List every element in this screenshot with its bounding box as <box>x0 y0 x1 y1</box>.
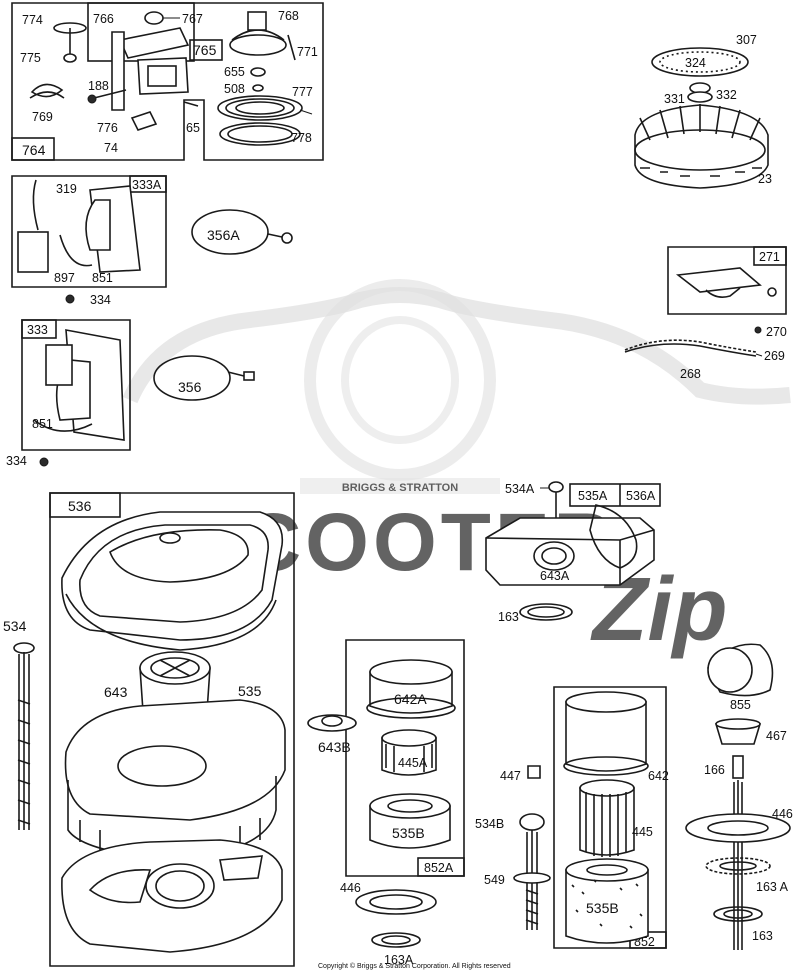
label-270: 270 <box>766 325 787 339</box>
label-333A: 333A <box>132 178 162 192</box>
label-535A: 535A <box>578 489 608 503</box>
label-855: 855 <box>730 698 751 712</box>
copyright-notice: Copyright © Briggs & Stratton Corporatio… <box>318 962 511 970</box>
label-307: 307 <box>736 33 757 47</box>
label-74: 74 <box>104 141 118 155</box>
label-271: 271 <box>759 250 780 264</box>
group-536: 536 643 535 <box>49 492 295 967</box>
label-356: 356 <box>178 379 202 395</box>
bolt-534: 534 <box>3 618 35 830</box>
wire-356A: 356A <box>191 209 293 255</box>
label-535B-small: 535B <box>392 825 425 841</box>
label-766: 766 <box>93 12 114 26</box>
group-852A: 852A 642A 445A 535B <box>345 639 465 877</box>
label-851-a: 851 <box>92 271 113 285</box>
label-333: 333 <box>27 323 48 337</box>
label-764: 764 <box>22 142 46 158</box>
label-166: 166 <box>704 763 725 777</box>
adaptor-643B: 643B <box>307 714 357 755</box>
group-333: 333 851 334 <box>6 319 131 468</box>
label-852A: 852A <box>424 861 454 875</box>
group-852: 852 642 445 535B <box>553 686 669 949</box>
label-774: 774 <box>22 13 43 27</box>
label-642: 642 <box>648 769 669 783</box>
label-535: 535 <box>238 683 262 699</box>
label-777: 777 <box>292 85 313 99</box>
label-536: 536 <box>68 498 92 514</box>
label-771: 771 <box>297 45 318 59</box>
label-65: 65 <box>186 121 200 135</box>
label-643A: 643A <box>540 569 570 583</box>
label-508: 508 <box>224 82 245 96</box>
label-334-a: 334 <box>90 293 111 307</box>
label-897: 897 <box>54 271 75 285</box>
label-536A: 536A <box>626 489 656 503</box>
label-534: 534 <box>3 618 27 634</box>
label-655: 655 <box>224 65 245 79</box>
label-268: 268 <box>680 367 701 381</box>
label-851-b: 851 <box>32 417 53 431</box>
group-333A: 333A 319 897 851 334 <box>11 175 167 307</box>
label-356A: 356A <box>207 227 240 243</box>
label-765: 765 <box>193 42 217 58</box>
label-447: 447 <box>500 769 521 783</box>
label-775: 775 <box>20 51 41 65</box>
label-642A: 642A <box>394 691 427 707</box>
label-768: 768 <box>278 9 299 23</box>
label-269: 269 <box>764 349 785 363</box>
label-534A: 534A <box>505 482 535 496</box>
group-536A: 534A 535A 536A 643A 163 <box>485 481 661 624</box>
label-535B-large: 535B <box>586 900 619 916</box>
wire-356: 356 <box>153 355 255 401</box>
gaskets-middle: 446 163A <box>340 881 437 967</box>
label-445: 445 <box>632 825 653 839</box>
label-163A-b: 163 A <box>756 880 789 894</box>
label-776: 776 <box>97 121 118 135</box>
watermark-brand: BRIGGS & STRATTON <box>342 482 458 494</box>
label-324: 324 <box>685 56 706 70</box>
label-467: 467 <box>766 729 787 743</box>
label-446-b: 446 <box>772 807 793 821</box>
label-769: 769 <box>32 110 53 124</box>
label-643B: 643B <box>318 739 351 755</box>
label-778: 778 <box>291 131 312 145</box>
group-764: 764 765 774 775 769 766 767 188 776 74 6… <box>11 2 324 161</box>
group-271: 271 270 269 268 <box>624 246 787 381</box>
label-163A-a: 163A <box>384 953 414 967</box>
label-549: 549 <box>484 873 505 887</box>
label-332: 332 <box>716 88 737 102</box>
flywheel-group: 307 324 331 332 23 <box>634 33 772 189</box>
label-188: 188 <box>88 79 109 93</box>
label-334-b: 334 <box>6 454 27 468</box>
label-319: 319 <box>56 182 77 196</box>
label-767: 767 <box>182 12 203 26</box>
label-331: 331 <box>664 92 685 106</box>
label-445A: 445A <box>398 756 428 770</box>
right-column-parts: 855 467 166 446 163 A 163 <box>685 643 793 950</box>
label-446-a: 446 <box>340 881 361 895</box>
label-163-b: 163 <box>752 929 773 943</box>
label-23: 23 <box>758 172 772 186</box>
label-163-a: 163 <box>498 610 519 624</box>
stud-group: 447 534B 549 <box>475 765 551 930</box>
label-534B: 534B <box>475 817 504 831</box>
label-643: 643 <box>104 684 128 700</box>
